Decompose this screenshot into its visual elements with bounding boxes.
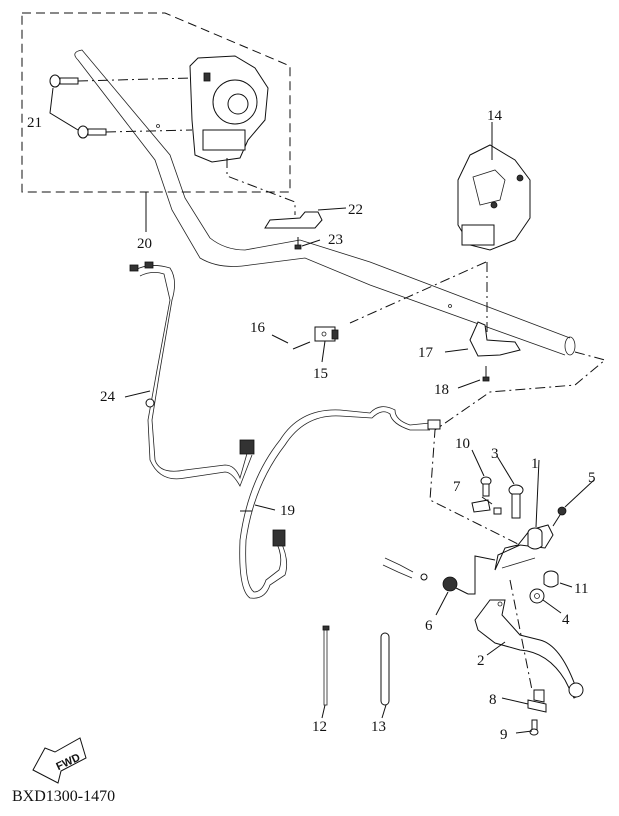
diagram-code: BXD1300-1470 — [12, 788, 115, 805]
guide-line-15 — [349, 261, 487, 324]
callout-17: 17 — [418, 345, 434, 361]
callout-5: 5 — [588, 470, 596, 486]
callout-6: 6 — [425, 618, 433, 634]
callout-19: 19 — [280, 503, 295, 519]
callout-24: 24 — [100, 389, 116, 405]
part-12-cable-tie — [321, 625, 330, 719]
callout-16: 16 — [250, 320, 266, 336]
callout-15: 15 — [313, 366, 328, 382]
callout-13: 13 — [371, 719, 386, 735]
callout-4: 4 — [562, 612, 570, 628]
part-22-bracket — [264, 211, 323, 229]
callout-leaders — [124, 207, 573, 734]
part-17-bracket — [469, 321, 521, 357]
part-1-collar — [527, 459, 543, 550]
callout-8: 8 — [489, 692, 497, 708]
part-4-nut — [529, 588, 545, 604]
callout-7: 7 — [453, 479, 461, 495]
callout-10: 10 — [455, 436, 470, 452]
callout-11: 11 — [574, 581, 588, 597]
part-13-band — [380, 632, 390, 719]
part-7-plate — [471, 499, 502, 515]
assembly-20-boundary — [21, 12, 291, 232]
handlebar — [74, 49, 576, 356]
part-8-block — [527, 689, 547, 713]
screws-21 — [49, 74, 193, 139]
callout-14: 14 — [487, 108, 503, 124]
callout-20: 20 — [137, 236, 152, 252]
callout-9: 9 — [500, 727, 508, 743]
callout-labels: 1 2 3 4 5 6 7 8 9 10 11 12 13 14 15 16 1… — [27, 108, 596, 743]
part-9-screw — [529, 719, 539, 736]
part-6-adjuster — [442, 555, 496, 595]
part-15-clamp — [314, 326, 339, 342]
left-switch-housing — [189, 55, 269, 163]
callout-2: 2 — [477, 653, 485, 669]
right-switch-housing — [457, 122, 531, 251]
guide-line-22 — [226, 158, 296, 215]
part-2-lever — [474, 579, 584, 699]
part-5-screw — [552, 479, 595, 527]
part-16-screw — [292, 341, 311, 350]
part-23-screw — [294, 237, 302, 250]
lever-holder — [494, 524, 554, 571]
callout-3: 3 — [491, 446, 499, 462]
part-11-collar — [543, 570, 559, 588]
part-3-bolt — [496, 455, 524, 519]
part-18-screw — [482, 366, 490, 382]
part-10-bolt — [471, 449, 492, 497]
callout-18: 18 — [434, 382, 449, 398]
cable-end — [382, 557, 428, 581]
guide-line-lever-group — [429, 351, 607, 546]
callout-22: 22 — [348, 202, 363, 218]
callout-21: 21 — [27, 115, 42, 131]
callout-23: 23 — [328, 232, 343, 248]
harness-24 — [129, 261, 255, 487]
lead-19 — [239, 406, 441, 599]
callout-12: 12 — [312, 719, 327, 735]
callout-1: 1 — [531, 456, 539, 472]
fwd-arrow-icon: FWD — [32, 737, 87, 784]
